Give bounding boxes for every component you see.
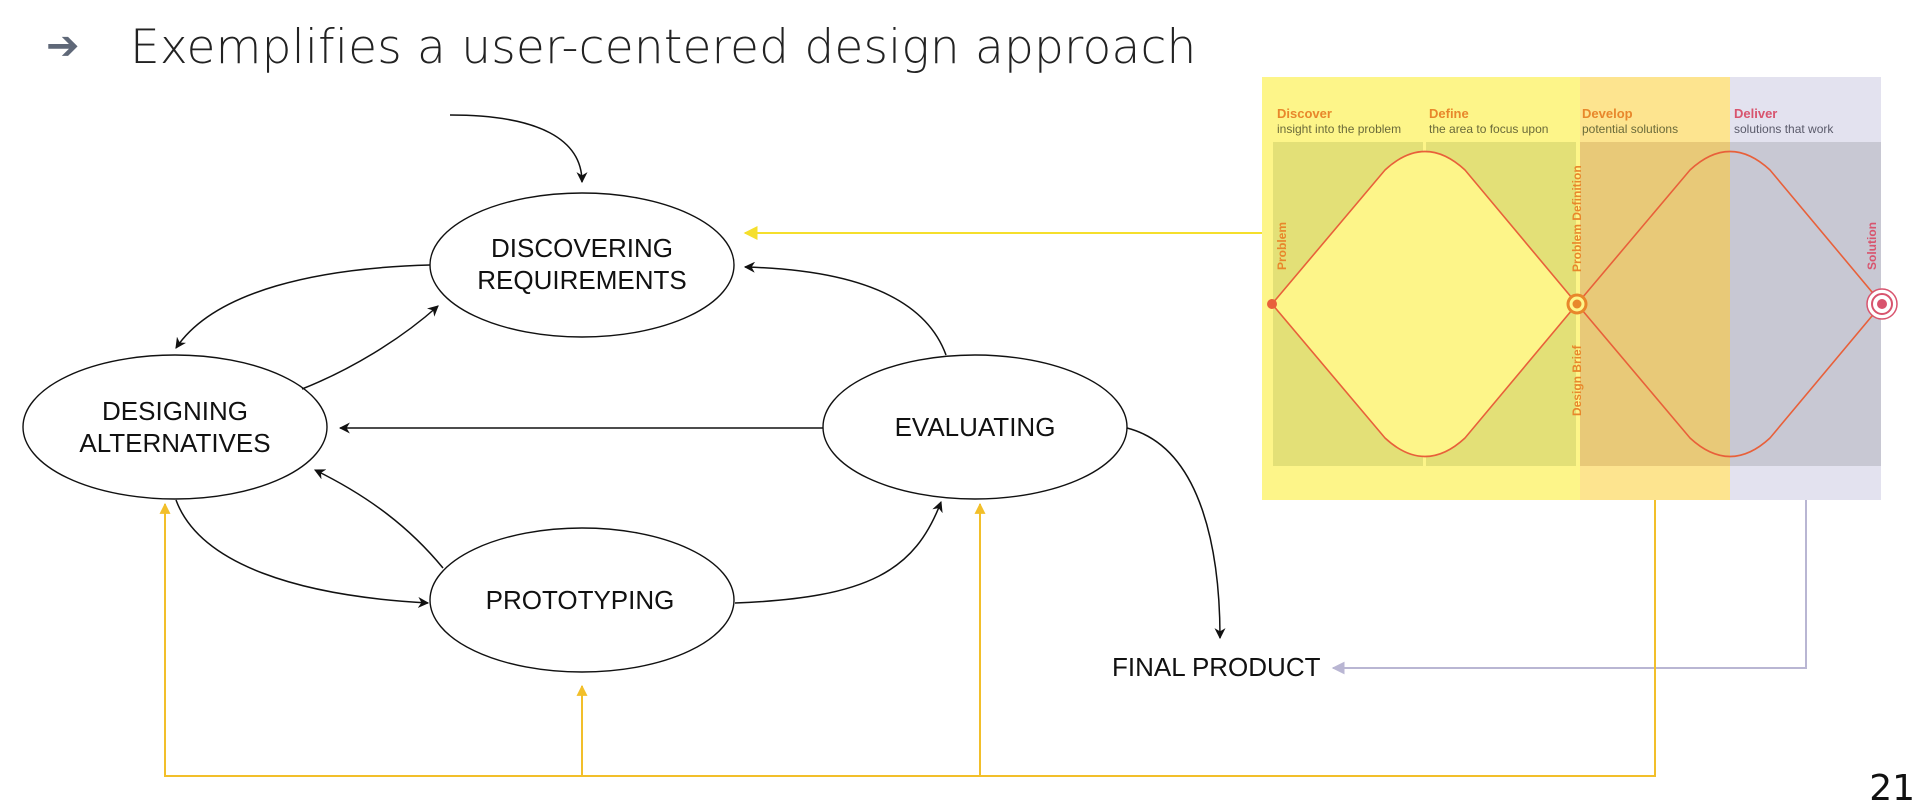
evaluating-node [822, 354, 1128, 500]
discovering-label-line1: DISCOVERING [491, 233, 673, 263]
designing-label-line2: ALTERNATIVES [79, 428, 270, 458]
evaluating-to-final-product-arrow [1126, 427, 1226, 640]
phase-title-discover: Discover [1277, 106, 1332, 121]
develop-feedback-loop [159, 500, 1656, 777]
vertical-label-solution: Solution [1865, 222, 1879, 270]
phase-subtitle-discover: insight into the problem [1277, 122, 1401, 136]
phase-subtitle-develop: potential solutions [1582, 122, 1678, 136]
final-product-label: FINAL PRODUCT [1112, 652, 1321, 682]
prototyping-to-evaluating-arrow [734, 500, 943, 604]
double-diamond-panel: Discover insight into the problem Define… [1262, 77, 1898, 500]
discovering-label-line2: REQUIREMENTS [477, 265, 686, 295]
arrow-bullet-icon: ➔ [46, 22, 80, 69]
requirements-to-designing-arrow [175, 264, 431, 349]
vertical-label-design-brief: Design Brief [1570, 344, 1584, 416]
phase-title-define: Define [1429, 106, 1469, 121]
entry-arrow [449, 114, 588, 184]
problem-node-icon [1267, 299, 1277, 309]
designing-to-requirements-arrow [301, 305, 439, 390]
bullet-row: ➔ Exemplifies a user-centered design app… [46, 20, 1197, 75]
prototyping-label: PROTOTYPING [486, 585, 675, 615]
phase-subtitle-define: the area to focus upon [1429, 122, 1548, 136]
evaluating-label: EVALUATING [895, 412, 1056, 442]
designing-label-line1: DESIGNING [102, 396, 248, 426]
develop-area [1580, 142, 1730, 466]
prototyping-to-designing-arrow [314, 469, 444, 569]
designing-alternatives-node [22, 354, 328, 500]
vertical-label-problem-definition: Problem Definition [1570, 165, 1584, 272]
designing-to-prototyping-arrow [175, 499, 430, 608]
vertical-label-problem: Problem [1275, 222, 1289, 270]
prototyping-node [429, 527, 735, 673]
deliver-to-final-product-arrow [1331, 500, 1807, 675]
phase-subtitle-deliver: solutions that work [1734, 122, 1834, 136]
evaluating-to-requirements-arrow [743, 261, 947, 356]
slide-headline: Exemplifies a user-centered design appro… [130, 20, 1197, 75]
deliver-area [1730, 142, 1881, 466]
phase-title-deliver: Deliver [1734, 106, 1777, 121]
phase-title-develop: Develop [1582, 106, 1633, 121]
page-number: 21 [1869, 768, 1915, 809]
